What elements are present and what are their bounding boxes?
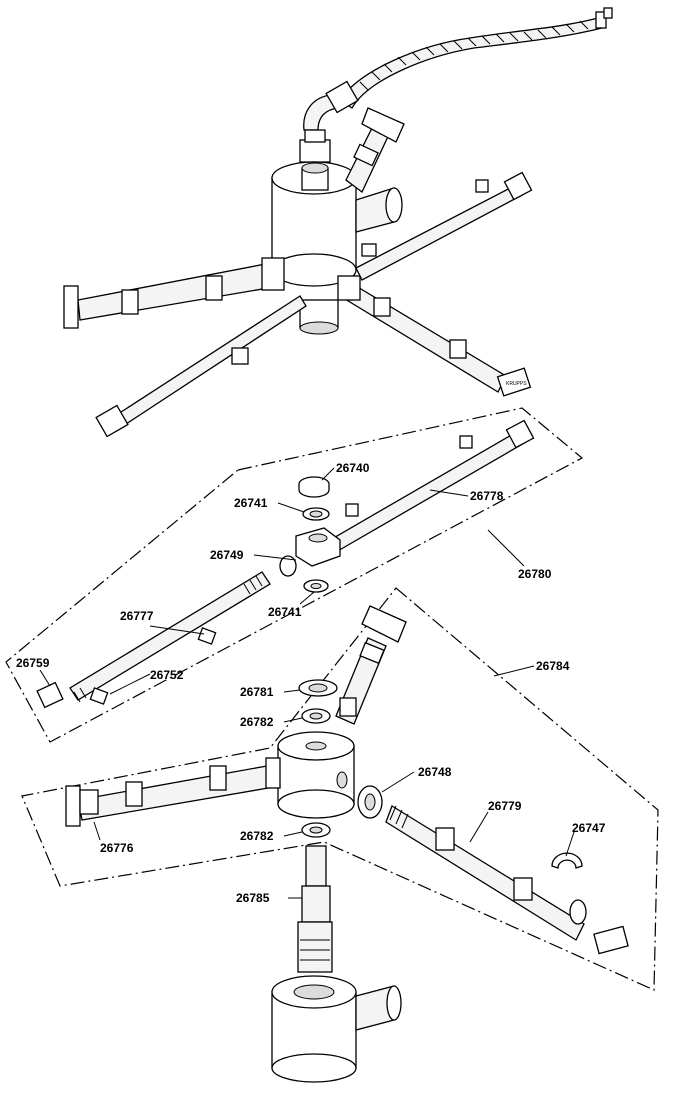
base-housing bbox=[271, 975, 402, 1083]
label-26785: 26785 bbox=[236, 891, 270, 905]
cap-26740 bbox=[298, 476, 330, 498]
tips-26752 bbox=[89, 627, 217, 705]
back-arm bbox=[345, 107, 405, 193]
group-outline-26780 bbox=[5, 407, 584, 743]
elbow-fitting bbox=[299, 80, 359, 163]
label-26782-top: 26782 bbox=[240, 715, 274, 729]
group-outline-26784 bbox=[21, 587, 659, 991]
washer-26741-top bbox=[302, 507, 330, 521]
assembled-unit: KRUPPS bbox=[63, 7, 613, 438]
label-26780: 26780 bbox=[518, 567, 552, 581]
label-26782-bottom: 26782 bbox=[240, 829, 274, 843]
bushing-26782-top bbox=[301, 708, 331, 724]
hub-26749 bbox=[279, 527, 341, 577]
upper-right-arm bbox=[355, 171, 533, 281]
label-26747: 26747 bbox=[572, 821, 606, 835]
arm-26779 bbox=[385, 805, 629, 955]
bushing-26782-bottom bbox=[301, 822, 331, 838]
subassembly-26780 bbox=[5, 407, 584, 743]
arm-26776 bbox=[65, 757, 281, 827]
nozzle-brand-text: KRUPPS bbox=[506, 381, 527, 387]
shaft-26785 bbox=[297, 845, 333, 973]
washer-26741-bottom bbox=[303, 579, 329, 593]
label-26759: 26759 bbox=[16, 656, 50, 670]
clip-26747 bbox=[551, 852, 583, 869]
label-26741-top: 26741 bbox=[234, 496, 268, 510]
label-26752: 26752 bbox=[150, 668, 184, 682]
valve-housing bbox=[271, 161, 403, 335]
flex-hose bbox=[339, 7, 613, 109]
label-26776: 26776 bbox=[100, 841, 134, 855]
arm-26777 bbox=[69, 571, 271, 703]
lower-hub bbox=[277, 731, 355, 819]
capnut-26759 bbox=[36, 681, 64, 709]
label-26784: 26784 bbox=[536, 659, 570, 673]
subassembly-26784 bbox=[21, 587, 659, 991]
back-arm-lower bbox=[335, 605, 407, 725]
leader-lines bbox=[39, 467, 575, 899]
label-26740: 26740 bbox=[336, 461, 370, 475]
label-26741-bottom: 26741 bbox=[268, 605, 302, 619]
front-left-arm bbox=[95, 295, 307, 438]
label-26749: 26749 bbox=[210, 548, 244, 562]
label-26778: 26778 bbox=[470, 489, 504, 503]
front-right-arm: KRUPPS bbox=[337, 275, 532, 397]
nut-26748 bbox=[357, 785, 383, 819]
label-26781: 26781 bbox=[240, 685, 274, 699]
label-26779: 26779 bbox=[488, 799, 522, 813]
arm-26778 bbox=[329, 419, 535, 553]
label-26777: 26777 bbox=[120, 609, 154, 623]
ring-26781 bbox=[298, 679, 338, 697]
label-26748: 26748 bbox=[418, 765, 452, 779]
left-arm bbox=[63, 257, 285, 329]
part-number-labels: 26740 26741 26778 26749 26741 26780 2677… bbox=[16, 461, 606, 905]
